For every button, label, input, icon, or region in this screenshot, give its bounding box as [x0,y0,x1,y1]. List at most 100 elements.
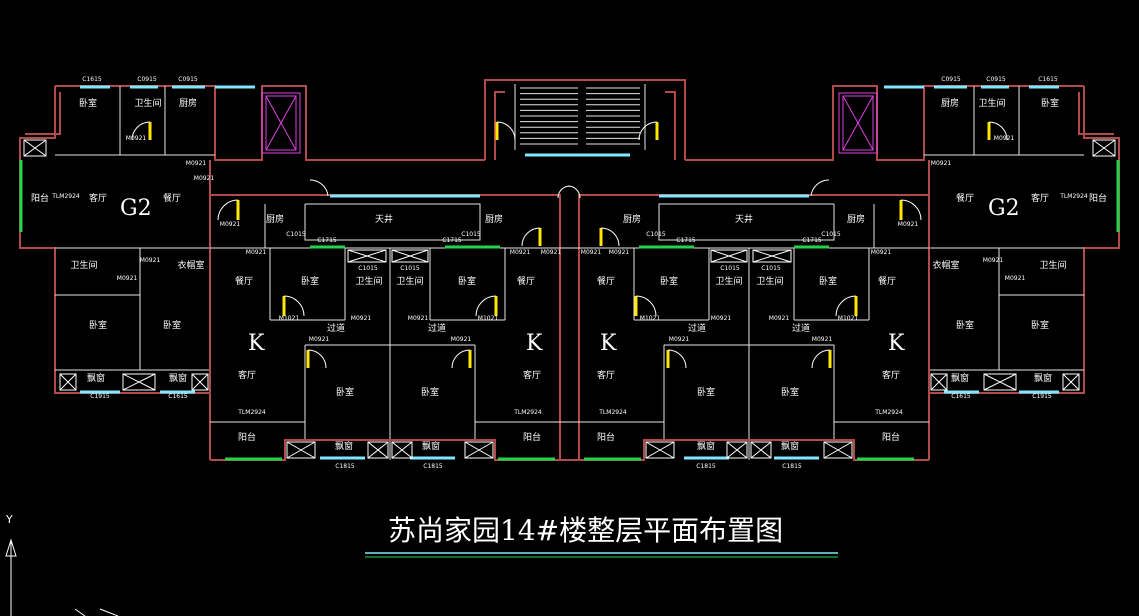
opening-code: M0921 [126,135,147,142]
room-label: 天井 [735,213,753,225]
room-label: 过道 [792,322,810,334]
room-label: 衣帽室 [932,259,959,271]
opening-code: M0921 [581,249,602,256]
room-label: 飘窗 [781,440,799,452]
room-label: 客厅 [89,192,107,204]
opening-code: C1715 [802,237,822,244]
opening-code: C1915 [90,393,110,400]
opening-code: C1015 [761,265,781,272]
opening-code: C1815 [423,463,443,470]
opening-code: M0921 [351,315,372,322]
left-g2-unit-walls [19,85,485,460]
room-label: 餐厅 [956,192,974,204]
room-label: 卧室 [819,275,837,287]
ucs-axis-icon: Y [5,513,119,616]
unit-label-k2: K [526,331,543,356]
room-label: 阳台 [238,431,256,443]
opening-code: TLM2924 [513,409,542,416]
opening-code: M0921 [246,249,267,256]
room-label: 阳台 [882,431,900,443]
room-label: 厨房 [485,213,503,225]
room-label: 厨房 [847,213,865,225]
room-label: 卧室 [660,275,678,287]
opening-code: C1015 [720,265,740,272]
room-label: 飘窗 [422,440,440,452]
opening-code: TLM2924 [237,409,266,416]
opening-code: M1021 [279,315,300,322]
opening-code: M0921 [994,135,1015,142]
opening-code: M0921 [140,257,161,264]
room-label: 厨房 [179,97,197,109]
opening-code: TLM2924 [51,193,80,200]
room-label: 餐厅 [163,192,181,204]
room-label: 卧室 [956,319,974,331]
stair-core [484,79,686,160]
opening-code: M0921 [898,221,919,228]
room-label: 客厅 [597,369,615,381]
opening-code: TLM2924 [874,409,903,416]
opening-code: M0921 [983,257,1004,264]
room-label: 阳台 [597,431,615,443]
opening-code: M1021 [640,315,661,322]
room-labels: 卧室卫生间厨房阳台客厅餐厅卫生间衣帽室卧室卧室飘窗飘窗厨房天井厨房餐厅卧室卫生间… [31,97,1107,452]
opening-code: C1015 [461,231,481,238]
opening-code: C1015 [646,231,666,238]
room-label: 餐厅 [878,275,896,287]
room-label: 飘窗 [697,440,715,452]
room-label: 卫生间 [355,275,382,287]
room-label: 阳台 [523,431,541,443]
room-label: 餐厅 [597,275,615,287]
opening-code: C1015 [358,265,378,272]
opening-code: C1615 [82,76,102,83]
opening-code: C1615 [951,393,971,400]
opening-code: M0921 [309,336,330,343]
opening-code: M0921 [220,221,241,228]
opening-code: C0915 [986,76,1006,83]
opening-code: M0921 [117,275,138,282]
room-label: 飘窗 [1034,372,1052,384]
opening-code: M0921 [541,249,562,256]
opening-code: C0915 [178,76,198,83]
room-label: 卧室 [421,386,439,398]
room-label: 卧室 [781,386,799,398]
opening-code: C1715 [676,237,696,244]
room-label: 卧室 [301,275,319,287]
room-label: 过道 [428,322,446,334]
room-label: 卫生间 [396,275,423,287]
opening-code: M0921 [186,160,207,167]
room-label: 阳台 [31,192,49,204]
doors [131,121,1008,369]
opening-code: C1815 [782,463,802,470]
opening-code: M0921 [812,336,833,343]
room-label: 卫生间 [756,275,783,287]
opening-code: TLM2924 [598,409,627,416]
opening-code: C1615 [1038,76,1058,83]
room-label: 卫生间 [978,97,1005,109]
room-label: 飘窗 [87,372,105,384]
room-label: 过道 [688,322,706,334]
room-label: 客厅 [238,369,256,381]
opening-code: M0921 [510,249,531,256]
room-label: 卧室 [336,386,354,398]
opening-code: M0921 [408,315,429,322]
room-label: 卧室 [697,386,715,398]
room-label: 天井 [375,213,393,225]
unit-label-k4: K [888,331,905,356]
opening-code: M0921 [871,249,892,256]
room-label: 卫生间 [70,259,97,271]
opening-code: C1015 [821,231,841,238]
opening-code: M0921 [194,175,215,182]
room-label: 餐厅 [235,275,253,287]
opening-code: C0915 [941,76,961,83]
room-label: 客厅 [523,369,541,381]
room-label: 卫生间 [715,275,742,287]
room-label: 卧室 [1031,319,1049,331]
opening-code: M1021 [478,315,499,322]
room-label: 卫生间 [134,97,161,109]
room-label: 客厅 [882,369,900,381]
room-label: 卫生间 [1039,259,1066,271]
opening-code: C1715 [317,237,337,244]
room-label: 卧室 [1041,97,1059,109]
unit-label-g2-right: G2 [988,196,1020,221]
